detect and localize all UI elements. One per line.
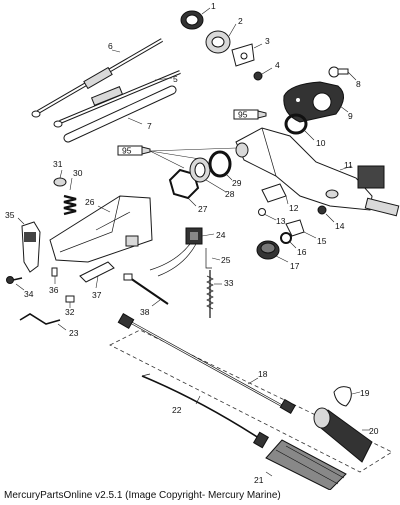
callout-12: 12 <box>289 203 299 213</box>
callout-21: 21 <box>254 475 264 485</box>
part-34-screw <box>6 276 25 291</box>
callout-7: 7 <box>147 121 152 131</box>
part-22-cable <box>141 373 270 449</box>
exploded-parts-diagram: 95 95 <box>5 1 400 490</box>
callout-11: 11 <box>344 160 353 170</box>
callout-8: 8 <box>356 79 361 89</box>
part-12-bracket <box>261 183 289 205</box>
callout-6: 6 <box>108 41 113 51</box>
part-24-switch <box>149 227 215 277</box>
part-38-bolt <box>123 273 169 307</box>
part-17-knob <box>256 240 289 263</box>
part-27-seal <box>168 168 200 207</box>
callout-30: 30 <box>73 168 83 178</box>
callout-labels: 1 2 3 4 5 6 7 8 9 10 11 12 13 14 15 16 1… <box>5 1 379 485</box>
part-1-clamp <box>180 7 211 30</box>
part-6-gas-spring <box>31 38 164 118</box>
part-9-cover-plate <box>283 81 349 123</box>
callout-34: 34 <box>24 289 34 299</box>
callout-1: 1 <box>211 1 216 11</box>
part-11-tiller-arm <box>235 127 400 217</box>
callout-10: 10 <box>316 138 326 148</box>
part-5-gas-spring <box>53 70 181 128</box>
part-26-mount-bracket <box>49 195 153 263</box>
part-14-screw <box>317 205 335 223</box>
callout-5: 5 <box>173 74 178 84</box>
callout-32: 32 <box>65 307 75 317</box>
part-19-collar <box>333 386 361 407</box>
part-10-o-ring <box>284 113 315 141</box>
handle-kit-dashed-outline <box>109 329 393 473</box>
callout-33: 33 <box>224 278 234 288</box>
callout-28: 28 <box>225 189 235 199</box>
callout-25: 25 <box>221 255 231 265</box>
part-4-screw <box>253 67 273 81</box>
callout-17: 17 <box>290 261 300 271</box>
callout-19: 19 <box>360 388 370 398</box>
callout-2: 2 <box>238 16 243 26</box>
callout-18: 18 <box>258 369 268 379</box>
part-37-plate <box>79 261 115 289</box>
image-copyright-footer: MercuryPartsOnline v2.5.1 (Image Copyrig… <box>4 490 281 501</box>
part-7-rod <box>63 85 177 143</box>
part-35-lever <box>17 217 41 273</box>
callout-16: 16 <box>297 247 307 257</box>
callout-26: 26 <box>85 197 95 207</box>
part-29-ring <box>208 150 233 181</box>
part-32-cap <box>65 295 75 308</box>
part-18-cable <box>117 312 296 415</box>
part-23-bracket <box>19 313 67 331</box>
callout-9: 9 <box>348 111 353 121</box>
callout-27: 27 <box>198 204 208 214</box>
part-36-pin <box>51 267 58 284</box>
callout-22: 22 <box>172 405 182 415</box>
part-8-bolt <box>328 66 357 81</box>
lubricant-tag-lower: 95 <box>122 146 132 156</box>
part-21-grip <box>265 439 347 490</box>
lubricant-tube-lower: 95 <box>117 145 237 169</box>
callout-14: 14 <box>335 221 345 231</box>
lubricant-tube-upper: 95 <box>233 109 267 120</box>
part-20-throttle-core <box>313 407 373 463</box>
callout-20: 20 <box>369 426 379 436</box>
part-15-clip <box>285 219 317 239</box>
part-33-spring-rod <box>206 270 222 318</box>
callout-4: 4 <box>275 60 280 70</box>
callout-13: 13 <box>276 216 286 226</box>
callout-24: 24 <box>216 230 226 240</box>
callout-29: 29 <box>232 178 242 188</box>
part-25-clip <box>205 248 221 269</box>
callout-36: 36 <box>49 285 59 295</box>
callout-15: 15 <box>317 236 327 246</box>
callout-37: 37 <box>92 290 102 300</box>
part-31-nut <box>53 169 67 187</box>
callout-3: 3 <box>265 36 270 46</box>
part-30-spring <box>63 177 77 216</box>
part-3-bracket <box>231 43 263 67</box>
lubricant-tag-upper: 95 <box>238 110 248 120</box>
part-13-screw <box>258 208 277 221</box>
callout-23: 23 <box>69 328 79 338</box>
callout-35: 35 <box>5 210 15 220</box>
part-2-bearing <box>205 23 237 54</box>
callout-38: 38 <box>140 307 150 317</box>
callout-31: 31 <box>53 159 63 169</box>
part-16-ring <box>280 232 297 249</box>
